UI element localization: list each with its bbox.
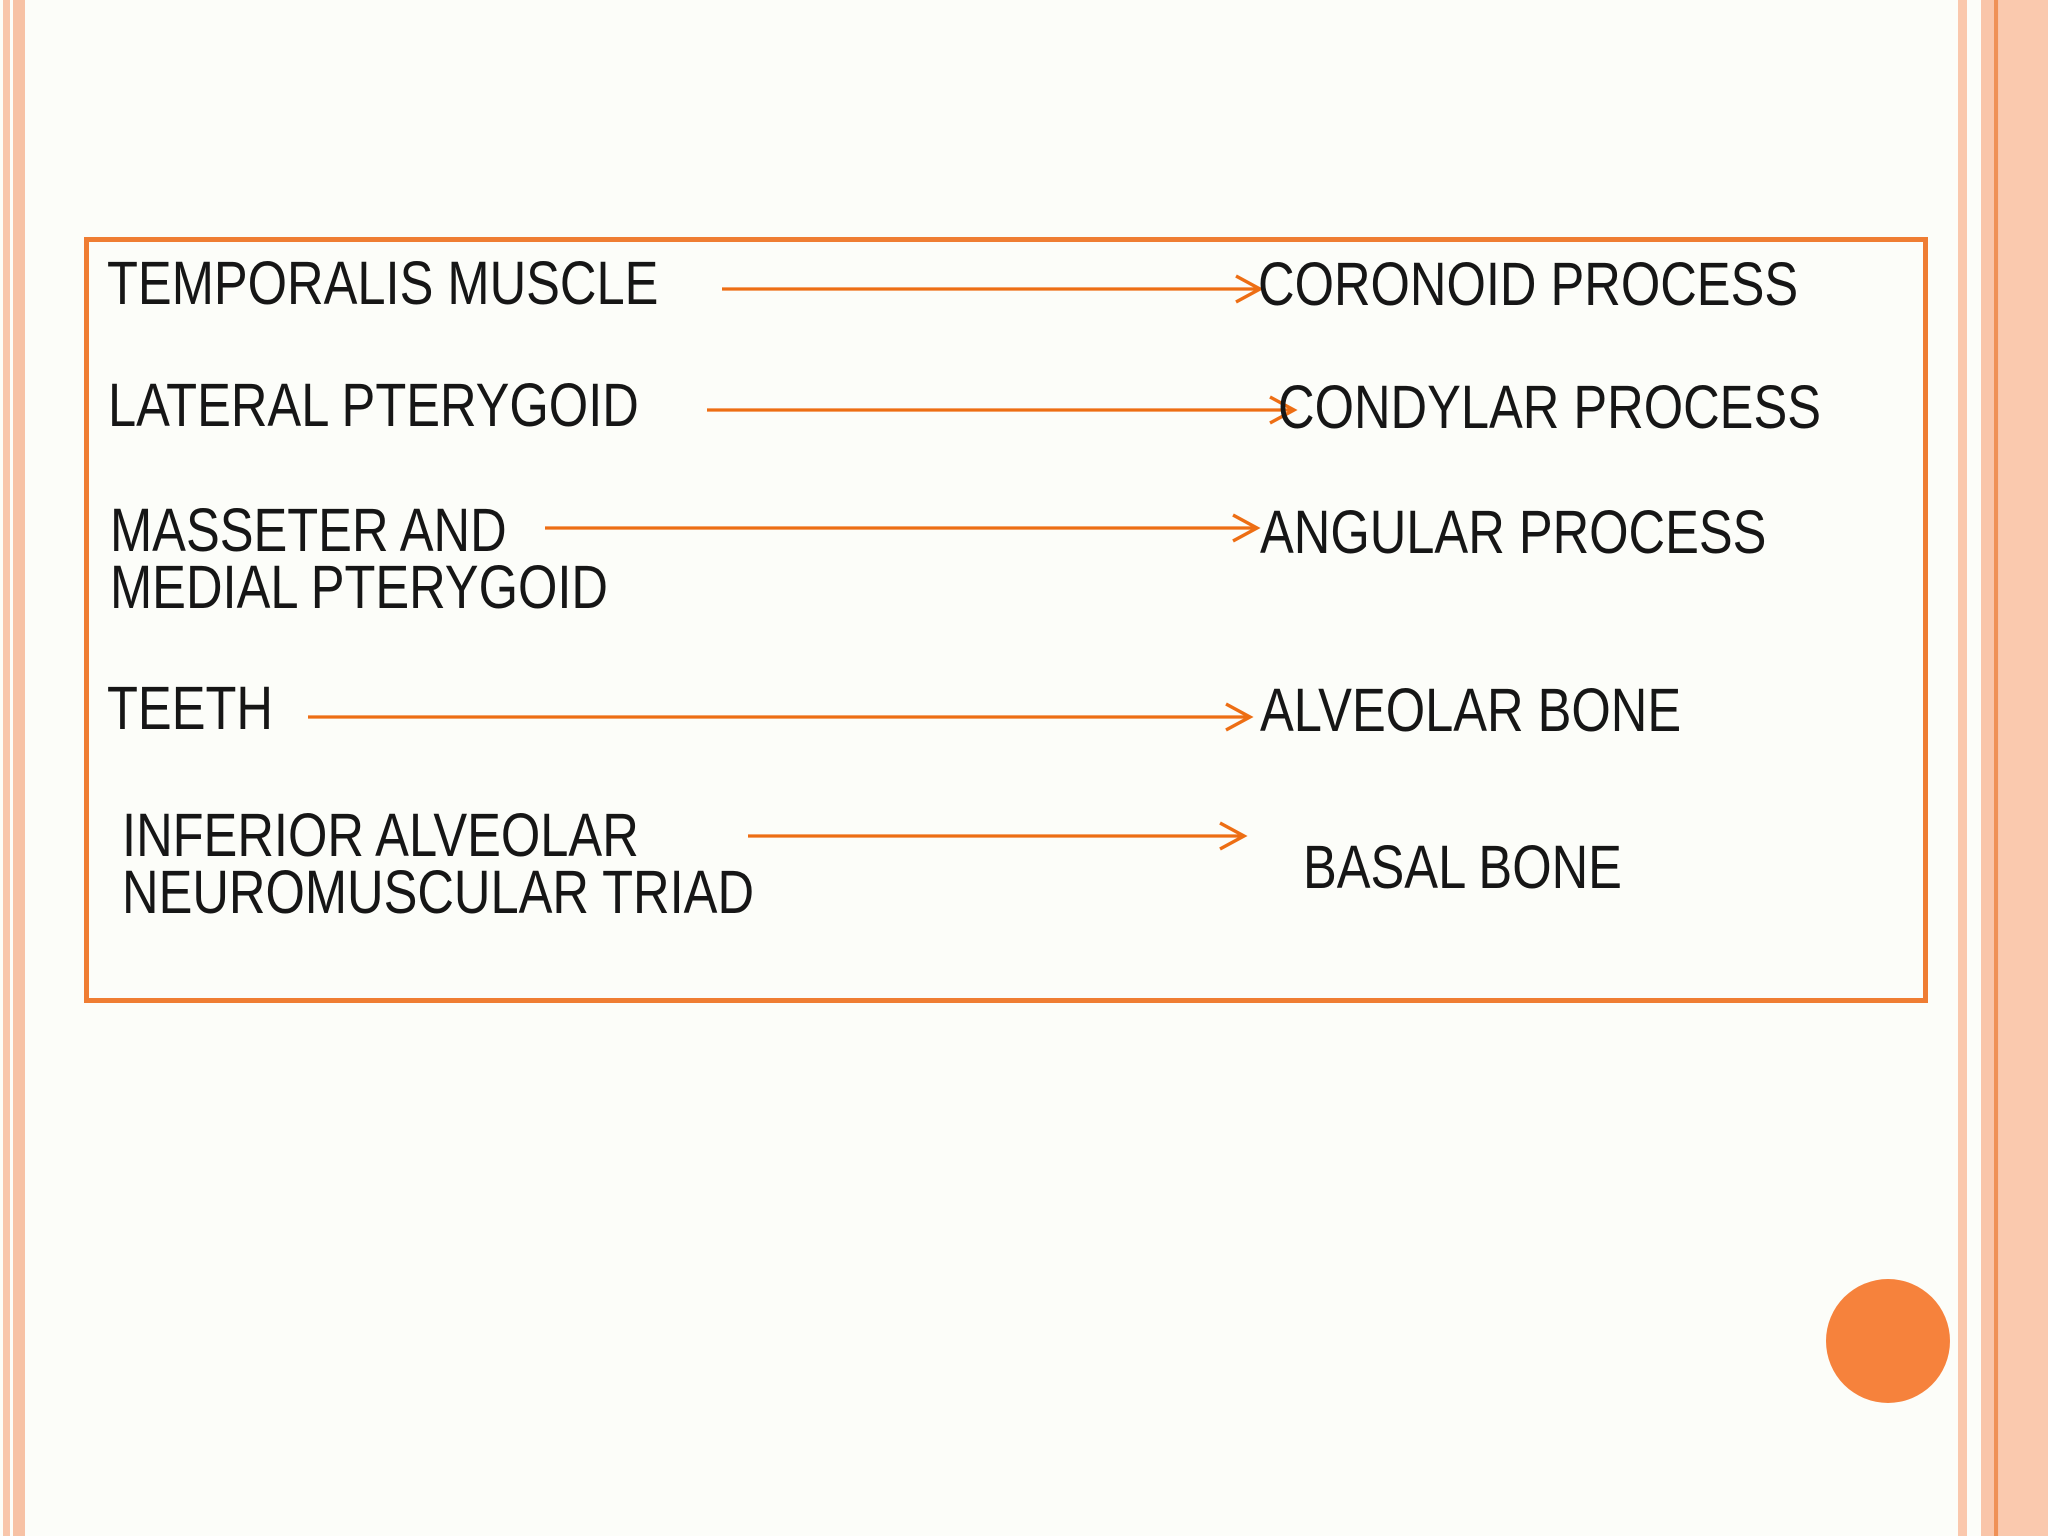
left-stripe-inner <box>13 0 25 1536</box>
label-temporalis-muscle: TEMPORALIS MUSCLE <box>107 249 771 317</box>
label-medial-pterygoid: MEDIAL PTERYGOID <box>110 553 710 621</box>
label-coronoid-process: CORONOID PROCESS <box>1258 250 1909 318</box>
label-masseter-and: MASSETER AND <box>110 496 588 564</box>
label-text: MASSETER AND <box>110 496 507 564</box>
label-text: TEMPORALIS MUSCLE <box>107 249 659 317</box>
accent-circle <box>1826 1279 1950 1403</box>
left-stripe-outer <box>3 0 10 1536</box>
label-text: BASAL BONE <box>1303 833 1622 901</box>
label-alveolar-bone: ALVEOLAR BONE <box>1260 676 1767 744</box>
label-basal-bone: BASAL BONE <box>1303 833 1687 901</box>
label-text: CONDYLAR PROCESS <box>1278 373 1821 441</box>
label-lateral-pterygoid: LATERAL PTERYGOID <box>108 371 748 439</box>
right-stripe-inner <box>1958 0 1967 1536</box>
label-text: MEDIAL PTERYGOID <box>110 553 608 621</box>
label-teeth: TEETH <box>107 674 307 742</box>
label-text: CORONOID PROCESS <box>1258 250 1799 318</box>
label-inferior-alveolar: INFERIOR ALVEOLAR <box>122 801 745 869</box>
label-text: ALVEOLAR BONE <box>1260 676 1682 744</box>
right-stripe-outer <box>1999 0 2048 1536</box>
relation-box <box>84 237 1928 1003</box>
label-text: NEUROMUSCULAR TRIAD <box>122 858 755 926</box>
label-angular-process: ANGULAR PROCESS <box>1260 498 1870 566</box>
label-text: TEETH <box>107 674 273 742</box>
label-neuromuscular-triad: NEUROMUSCULAR TRIAD <box>122 858 883 926</box>
label-text: INFERIOR ALVEOLAR <box>122 801 639 869</box>
label-text: ANGULAR PROCESS <box>1260 498 1767 566</box>
right-stripe-accent-line <box>1994 0 1998 1536</box>
label-condylar-process: CONDYLAR PROCESS <box>1278 373 1932 441</box>
label-text: LATERAL PTERYGOID <box>108 371 639 439</box>
